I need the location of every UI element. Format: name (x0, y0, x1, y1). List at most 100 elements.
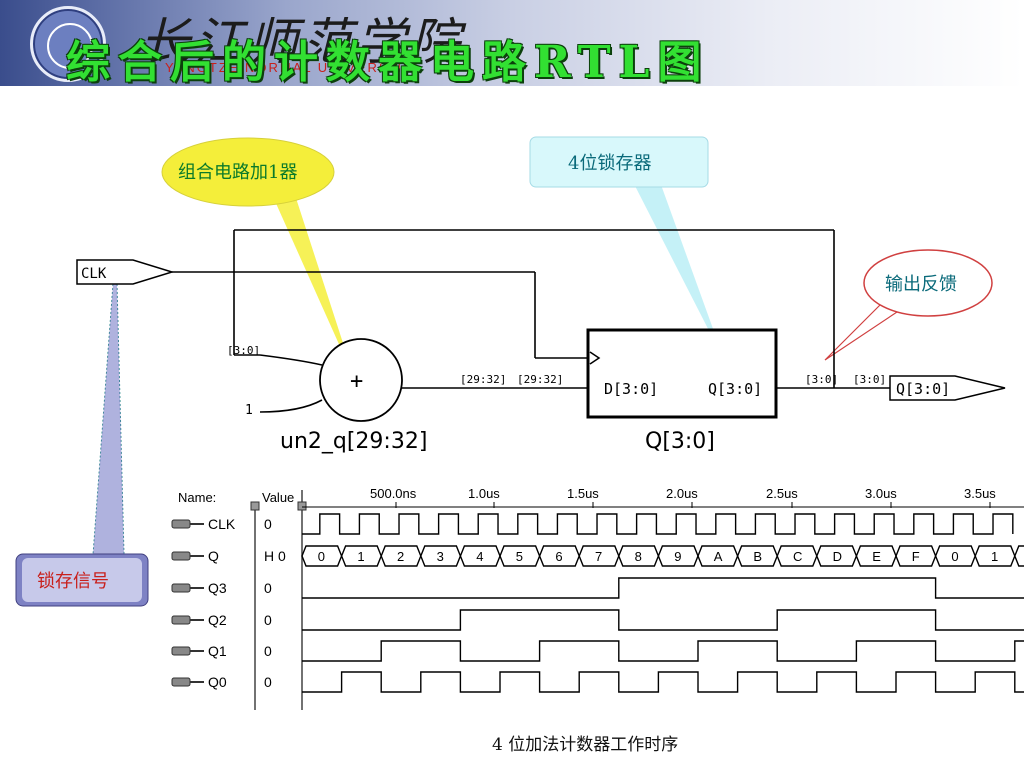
school-logo (30, 6, 106, 82)
signal-name: Q0 (208, 674, 227, 690)
signal-name: Q (208, 548, 219, 564)
q-value: 3 (437, 549, 444, 564)
feedback-callout-pointer (824, 304, 901, 361)
feedback-callout-label: 输出反馈 (885, 274, 957, 295)
q2-waveform (302, 609, 1024, 631)
signal-name: CLK (208, 516, 236, 532)
q-value: F (912, 549, 920, 564)
q-value: E (872, 549, 881, 564)
time-ruler: 500.0ns 1.0us 1.5us 2.0us 2.5us 3.0us 3.5us (302, 486, 1024, 508)
signal-name: Q3 (208, 580, 227, 596)
q-value: 0 (951, 549, 958, 564)
feedback-callout-bubble (863, 249, 993, 317)
signal-value: 0 (264, 674, 272, 690)
signal-name: Q1 (208, 643, 227, 659)
clk-waveform (302, 513, 1014, 535)
q-output-port (889, 375, 1006, 401)
q0-waveform (302, 671, 1024, 693)
latch-signal-pointer (93, 284, 124, 555)
q-value: 0 (318, 549, 325, 564)
q-value: 9 (674, 549, 681, 564)
input-pin-icon (171, 519, 204, 529)
q-value: 2 (397, 549, 404, 564)
signal-row-q3[interactable]: Q3 0 (171, 580, 272, 596)
adder-callout-label: 组合电路加1器 (178, 162, 297, 183)
q-value: 4 (476, 549, 483, 564)
waveform-caption: 4 位加法计数器工作时序 (492, 735, 679, 755)
school-name-en: YANGTZE NORMAL UNIVERSITY (165, 60, 416, 75)
signal-value: H 0 (264, 548, 286, 564)
output-pin-icon (171, 583, 204, 593)
latch-name: Q[3:0] (645, 429, 715, 454)
latch-callout-box (529, 136, 709, 188)
time-label: 1.0us (468, 486, 500, 501)
school-name-cn: 长江师范学院 (140, 13, 464, 71)
signal-row-q1[interactable]: Q1 0 (171, 643, 272, 659)
column-handle-1[interactable] (250, 501, 260, 511)
waveform-panel: Name: Value 500.0ns 1.0us 1.5us 2.0us 2.5us 3… (168, 482, 1024, 710)
signal-row-q2[interactable]: Q2 0 (171, 612, 272, 628)
adder-circle (319, 338, 403, 422)
q-value: 1 (357, 549, 364, 564)
adder-const: 1 (245, 403, 253, 418)
signal-row-q0[interactable]: Q0 0 (171, 674, 272, 690)
signal-value: 0 (264, 580, 272, 596)
signal-value: 0 (264, 516, 272, 532)
output-pin-icon (171, 677, 204, 687)
out-bus-b: [3:0] (853, 373, 886, 386)
header-banner: 长江师范学院 YANGTZE NORMAL UNIVERSITY 综合后的计数器… (0, 0, 1024, 88)
q-value: 7 (595, 549, 602, 564)
latch-signal-label: 锁存信号 (37, 571, 109, 592)
clock-pin-icon (589, 351, 601, 365)
latch-callout-pointer (632, 180, 725, 362)
q-value: C (793, 549, 802, 564)
time-label: 2.5us (766, 486, 798, 501)
value-column-header: Value (262, 490, 294, 505)
time-label: 3.0us (865, 486, 897, 501)
clk-port (76, 259, 175, 285)
q-value: A (714, 549, 723, 564)
adder-callout-bubble (161, 137, 335, 207)
adder-plus-symbol: + (350, 369, 363, 394)
latch-d-pin: D[3:0] (604, 380, 658, 398)
latch-signal-inner (22, 558, 142, 602)
time-label: 3.5us (964, 486, 996, 501)
schematic-wires (172, 229, 890, 413)
q1-waveform (302, 640, 1024, 662)
q-value: 8 (635, 549, 642, 564)
q-value: 1 (991, 549, 998, 564)
signal-row-q[interactable]: Q H 0 (171, 548, 286, 564)
latch-in-bus: [29:32] (517, 373, 563, 386)
signal-name: Q2 (208, 612, 227, 628)
signal-value: 0 (264, 612, 272, 628)
signal-row-clk[interactable]: CLK 0 (171, 516, 272, 532)
time-label: 2.0us (666, 486, 698, 501)
slide-title: 综合后的计数器电路RTL图 (66, 37, 710, 88)
q-bus-segment (1014, 545, 1024, 567)
q-value: 5 (516, 549, 523, 564)
time-label: 1.5us (567, 486, 599, 501)
adder-callout-pointer (270, 190, 355, 380)
name-column-header: Name: (178, 490, 216, 505)
signal-value: 0 (264, 643, 272, 659)
q3-waveform (302, 577, 1024, 599)
q-port-label: Q[3:0] (896, 380, 950, 398)
time-label: 500.0ns (370, 486, 417, 501)
latch-box (586, 328, 778, 419)
bus-output-icon (171, 551, 204, 561)
latch-q-pin: Q[3:0] (708, 380, 762, 398)
latch-signal-line-a (92, 283, 114, 556)
adder-out-bus: [29:32] (460, 373, 506, 386)
q-value: 6 (555, 549, 562, 564)
clk-port-label: CLK (81, 266, 107, 282)
output-pin-icon (171, 615, 204, 625)
q-value: D (833, 549, 842, 564)
column-handle-2[interactable] (297, 501, 307, 511)
adder-in-bus: [3:0] (227, 344, 260, 357)
q-value: B (753, 549, 762, 564)
output-pin-icon (171, 646, 204, 656)
latch-callout-label: 4位锁存器 (568, 153, 651, 174)
adder-name: un2_q[29:32] (280, 429, 427, 454)
